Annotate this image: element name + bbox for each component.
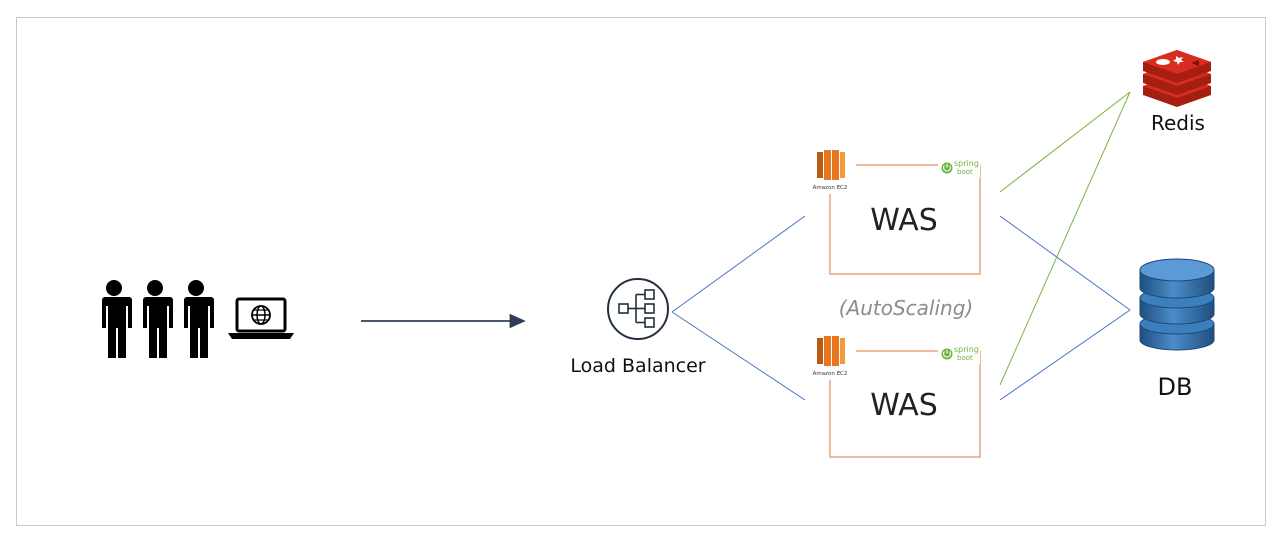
db-node: DB [1139, 258, 1215, 401]
connections [671, 91, 1131, 401]
autoscaling-label: (AutoScaling) [839, 296, 973, 320]
ec2-label: Amazon EC2 [813, 185, 848, 191]
spring-label: spring [954, 345, 979, 354]
was1-to-redis-line [999, 91, 1131, 193]
person-icon [181, 280, 214, 358]
person-icon [140, 280, 173, 358]
was-instance-2: Amazon EC2 spring boot WAS [812, 332, 981, 458]
users-group [99, 280, 294, 358]
database-icon [1139, 258, 1215, 351]
load-balancer-node: Load Balancer [570, 278, 706, 377]
was-label: WAS [870, 388, 938, 423]
person-icon [99, 280, 132, 358]
load-balancer-glyph [618, 289, 655, 328]
redis-node: Redis [1143, 50, 1211, 135]
spring-boot-icon: spring boot [941, 159, 979, 176]
redis-icon [1143, 50, 1211, 107]
was2-to-redis-line [999, 91, 1131, 386]
was1-to-db-line [999, 215, 1131, 311]
ec2-label: Amazon EC2 [813, 371, 848, 377]
amazon-ec2-icon: Amazon EC2 [813, 336, 848, 377]
spring-boot-icon: spring boot [941, 345, 979, 362]
amazon-ec2-icon: Amazon EC2 [813, 150, 848, 191]
spring-label: spring [954, 159, 979, 168]
was-instance-1: Amazon EC2 spring boot WAS [812, 146, 981, 275]
laptop-globe-icon [228, 297, 294, 339]
was-label: WAS [870, 203, 938, 238]
lb-to-was2-line [671, 311, 806, 401]
diagram-frame [16, 17, 1266, 526]
db-label: DB [1158, 373, 1193, 401]
lb-to-was1-line [671, 215, 806, 313]
boot-label: boot [957, 168, 973, 176]
boot-label: boot [957, 354, 973, 362]
redis-label: Redis [1151, 111, 1205, 135]
load-balancer-label: Load Balancer [570, 355, 705, 377]
was2-to-db-line [999, 309, 1131, 401]
